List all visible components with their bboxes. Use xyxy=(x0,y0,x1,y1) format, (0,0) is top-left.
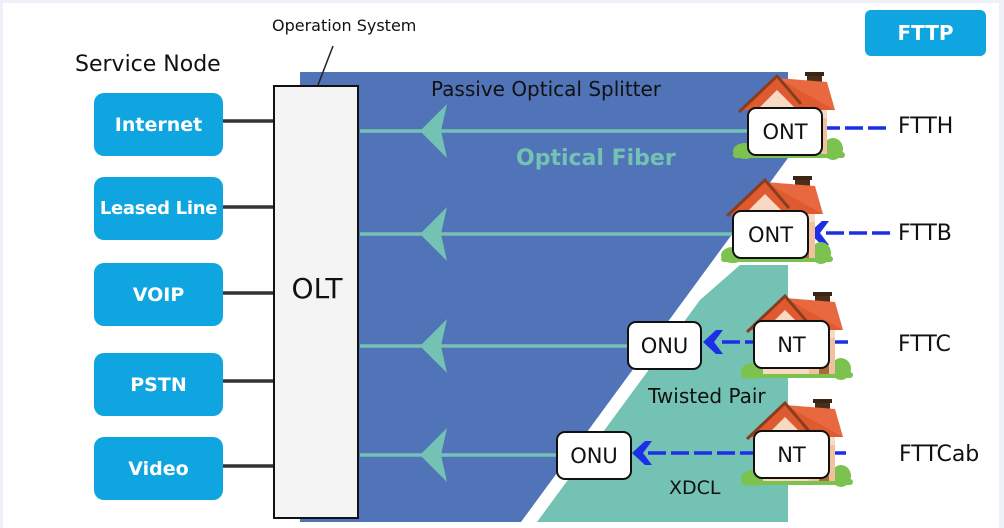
onu-fttc: ONU xyxy=(627,321,702,370)
nt-fttc: NT xyxy=(753,320,830,369)
service-pstn: PSTN xyxy=(94,353,223,416)
fiber-arrow-icon xyxy=(420,207,447,261)
copper-arrows xyxy=(632,221,829,465)
service-internet: Internet xyxy=(94,93,223,156)
fiber-arrows xyxy=(420,104,447,482)
twisted-pair-label: Twisted Pair xyxy=(648,384,766,408)
operation-system-label: Operation System xyxy=(272,16,417,35)
copper-arrow-icon xyxy=(632,441,652,465)
splitter-label: Passive Optical Splitter xyxy=(431,77,662,101)
service-connectors xyxy=(223,119,274,468)
copper-arrow-icon xyxy=(809,221,829,245)
branch-label-fttcab: FTTCab xyxy=(899,442,980,467)
fiber-arrow-icon xyxy=(420,319,447,373)
xdcl-label: XDCL xyxy=(669,477,721,499)
service-node-label: Service Node xyxy=(75,52,221,77)
branch-label-ftth: FTTH xyxy=(898,114,954,139)
onu-fttcab: ONU xyxy=(556,431,632,480)
optical-distribution-region xyxy=(300,72,788,522)
fiber-arrow-icon xyxy=(420,428,447,482)
fiber-arrow-icon xyxy=(420,104,447,158)
service-voip: VOIP xyxy=(94,263,223,326)
ont-ftth: ONT xyxy=(747,107,823,156)
olt-label: OLT xyxy=(291,272,343,305)
copper-lines xyxy=(648,126,891,455)
nt-fttcab: NT xyxy=(753,430,830,479)
operation-system-pointer xyxy=(317,45,334,86)
branch-label-fttc: FTTC xyxy=(898,332,951,357)
branch-label-fttb: FTTB xyxy=(898,221,952,246)
fttp-badge: FTTP xyxy=(865,10,986,56)
fiber-label: Optical Fiber xyxy=(516,146,676,171)
service-video: Video xyxy=(94,437,223,500)
olt-box xyxy=(273,85,359,519)
service-leased-line: Leased Line xyxy=(94,177,223,240)
ont-fttb: ONT xyxy=(732,210,809,259)
copper-arrow-icon xyxy=(703,330,723,354)
